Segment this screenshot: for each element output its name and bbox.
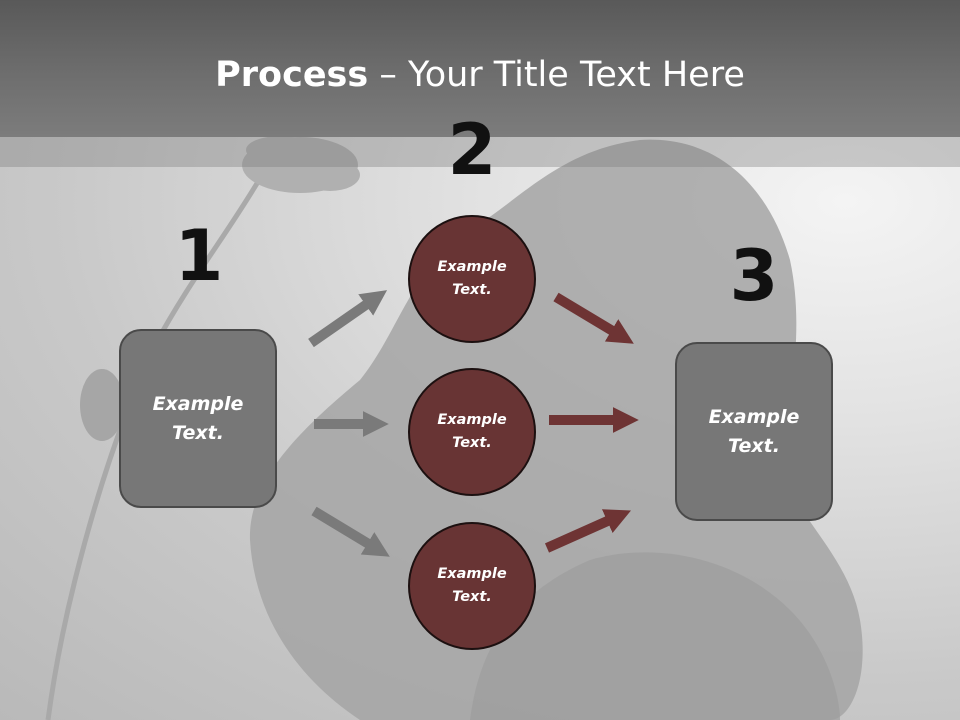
- arrow-box-to-circle-top: [308, 290, 388, 348]
- step-number-3: 3: [729, 235, 779, 317]
- circle-middle: Example Text.: [408, 368, 536, 496]
- title-rest: – Your Title Text Here: [368, 55, 745, 95]
- step-number-2: 2: [447, 109, 497, 191]
- title-bar-shadow-band: [0, 137, 960, 167]
- circle-bottom: Example Text.: [408, 522, 536, 650]
- step-number-1: 1: [174, 215, 224, 297]
- left-process-box: Example Text.: [119, 329, 277, 508]
- arrow-circle-top-to-right-box: [553, 292, 634, 344]
- left-box-text: Example Text.: [152, 392, 244, 444]
- arrow-box-to-circle-bottom: [311, 506, 390, 557]
- right-process-box: Example Text.: [675, 342, 833, 521]
- title-bold: Process: [215, 55, 369, 95]
- circle-top-text: Example Text.: [437, 259, 507, 298]
- circle-top: Example Text.: [408, 215, 536, 343]
- title-bar: [0, 0, 960, 137]
- right-box-text: Example Text.: [708, 405, 800, 457]
- circle-bottom-text: Example Text.: [437, 566, 507, 605]
- circle-middle-text: Example Text.: [437, 412, 507, 451]
- slide-title: Process – Your Title Text Here: [0, 52, 960, 98]
- arrow-circle-bottom-to-right-box: [544, 509, 631, 553]
